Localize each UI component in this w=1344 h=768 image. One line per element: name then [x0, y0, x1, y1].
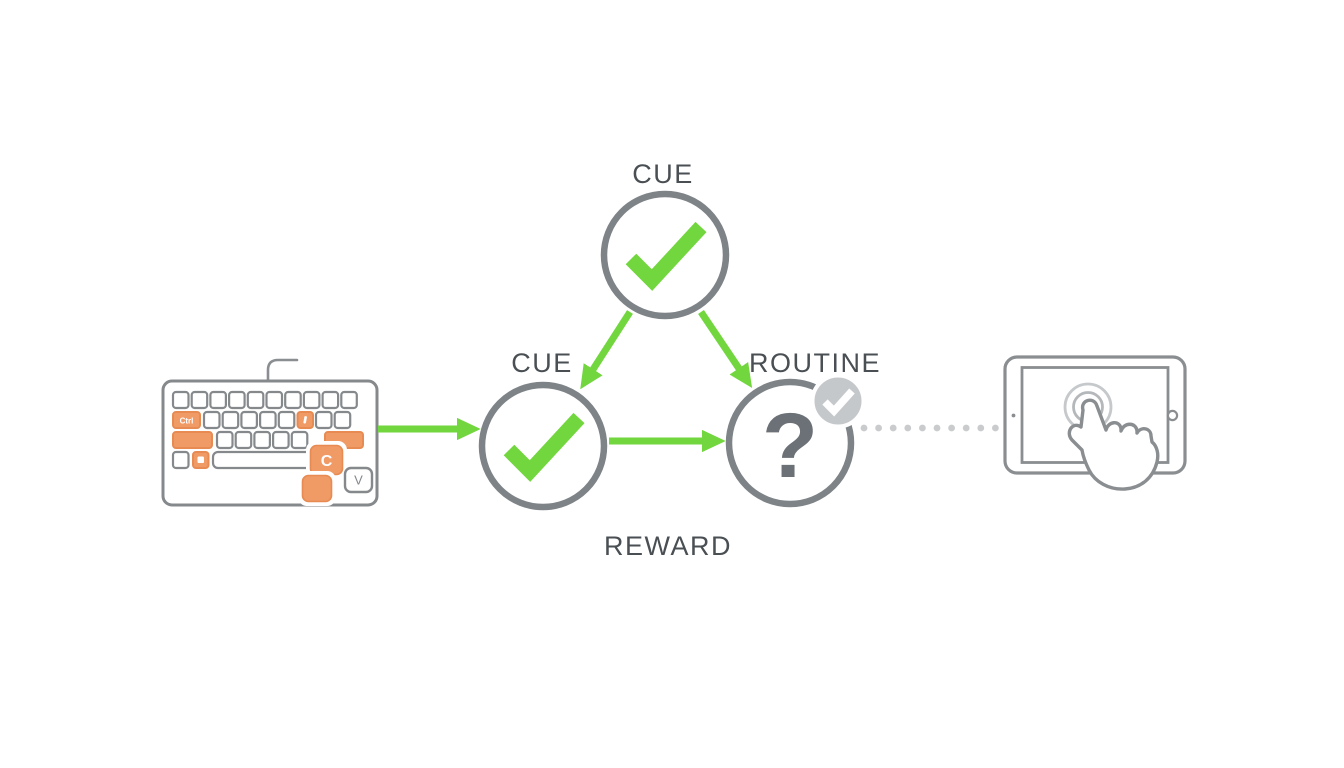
- ctrl-key: [172, 411, 201, 429]
- keyboard-row-1: [171, 390, 358, 410]
- reward-label: REWARD: [604, 531, 732, 561]
- keyboard-row-3: [172, 430, 364, 450]
- keyboard-icon: Ctrl: [161, 358, 379, 507]
- camera-dot-icon: [1011, 413, 1016, 418]
- routine-node: ?: [725, 373, 866, 508]
- ctrl-key-label: Ctrl: [180, 417, 194, 426]
- routine-label: ROUTINE: [749, 348, 881, 378]
- checkmark-icon: [503, 412, 585, 482]
- keyboard-row-2: Ctrl: [172, 410, 352, 430]
- c-key-label: C: [321, 453, 333, 470]
- checkmark-icon: [625, 221, 707, 291]
- keyboard-cable: [266, 358, 299, 385]
- v-key: V: [343, 466, 374, 494]
- shift-key: [172, 431, 213, 449]
- cue-left-node: [478, 381, 608, 511]
- win-key-glyph: [197, 456, 204, 463]
- v-key-label: V: [354, 473, 363, 488]
- key-glyph: [303, 416, 307, 424]
- tap-hand-icon: [1067, 398, 1160, 491]
- question-mark-icon: ?: [762, 395, 818, 497]
- dotted-connector: [860, 424, 999, 432]
- cue-top-node: [600, 190, 730, 320]
- home-button-icon: [1166, 409, 1179, 422]
- checkmark-badge-icon: [822, 388, 855, 417]
- arrow-topcue-to-cue: [580, 310, 633, 390]
- cue-top-label: CUE: [632, 159, 694, 189]
- cue-left-label: CUE: [511, 348, 573, 378]
- completed-badge: [810, 373, 866, 429]
- c-key: C: [306, 441, 347, 479]
- popped-orange-key: [298, 471, 336, 506]
- tablet-icon: [1003, 355, 1187, 491]
- arrow-topcue-to-routine: [698, 310, 753, 389]
